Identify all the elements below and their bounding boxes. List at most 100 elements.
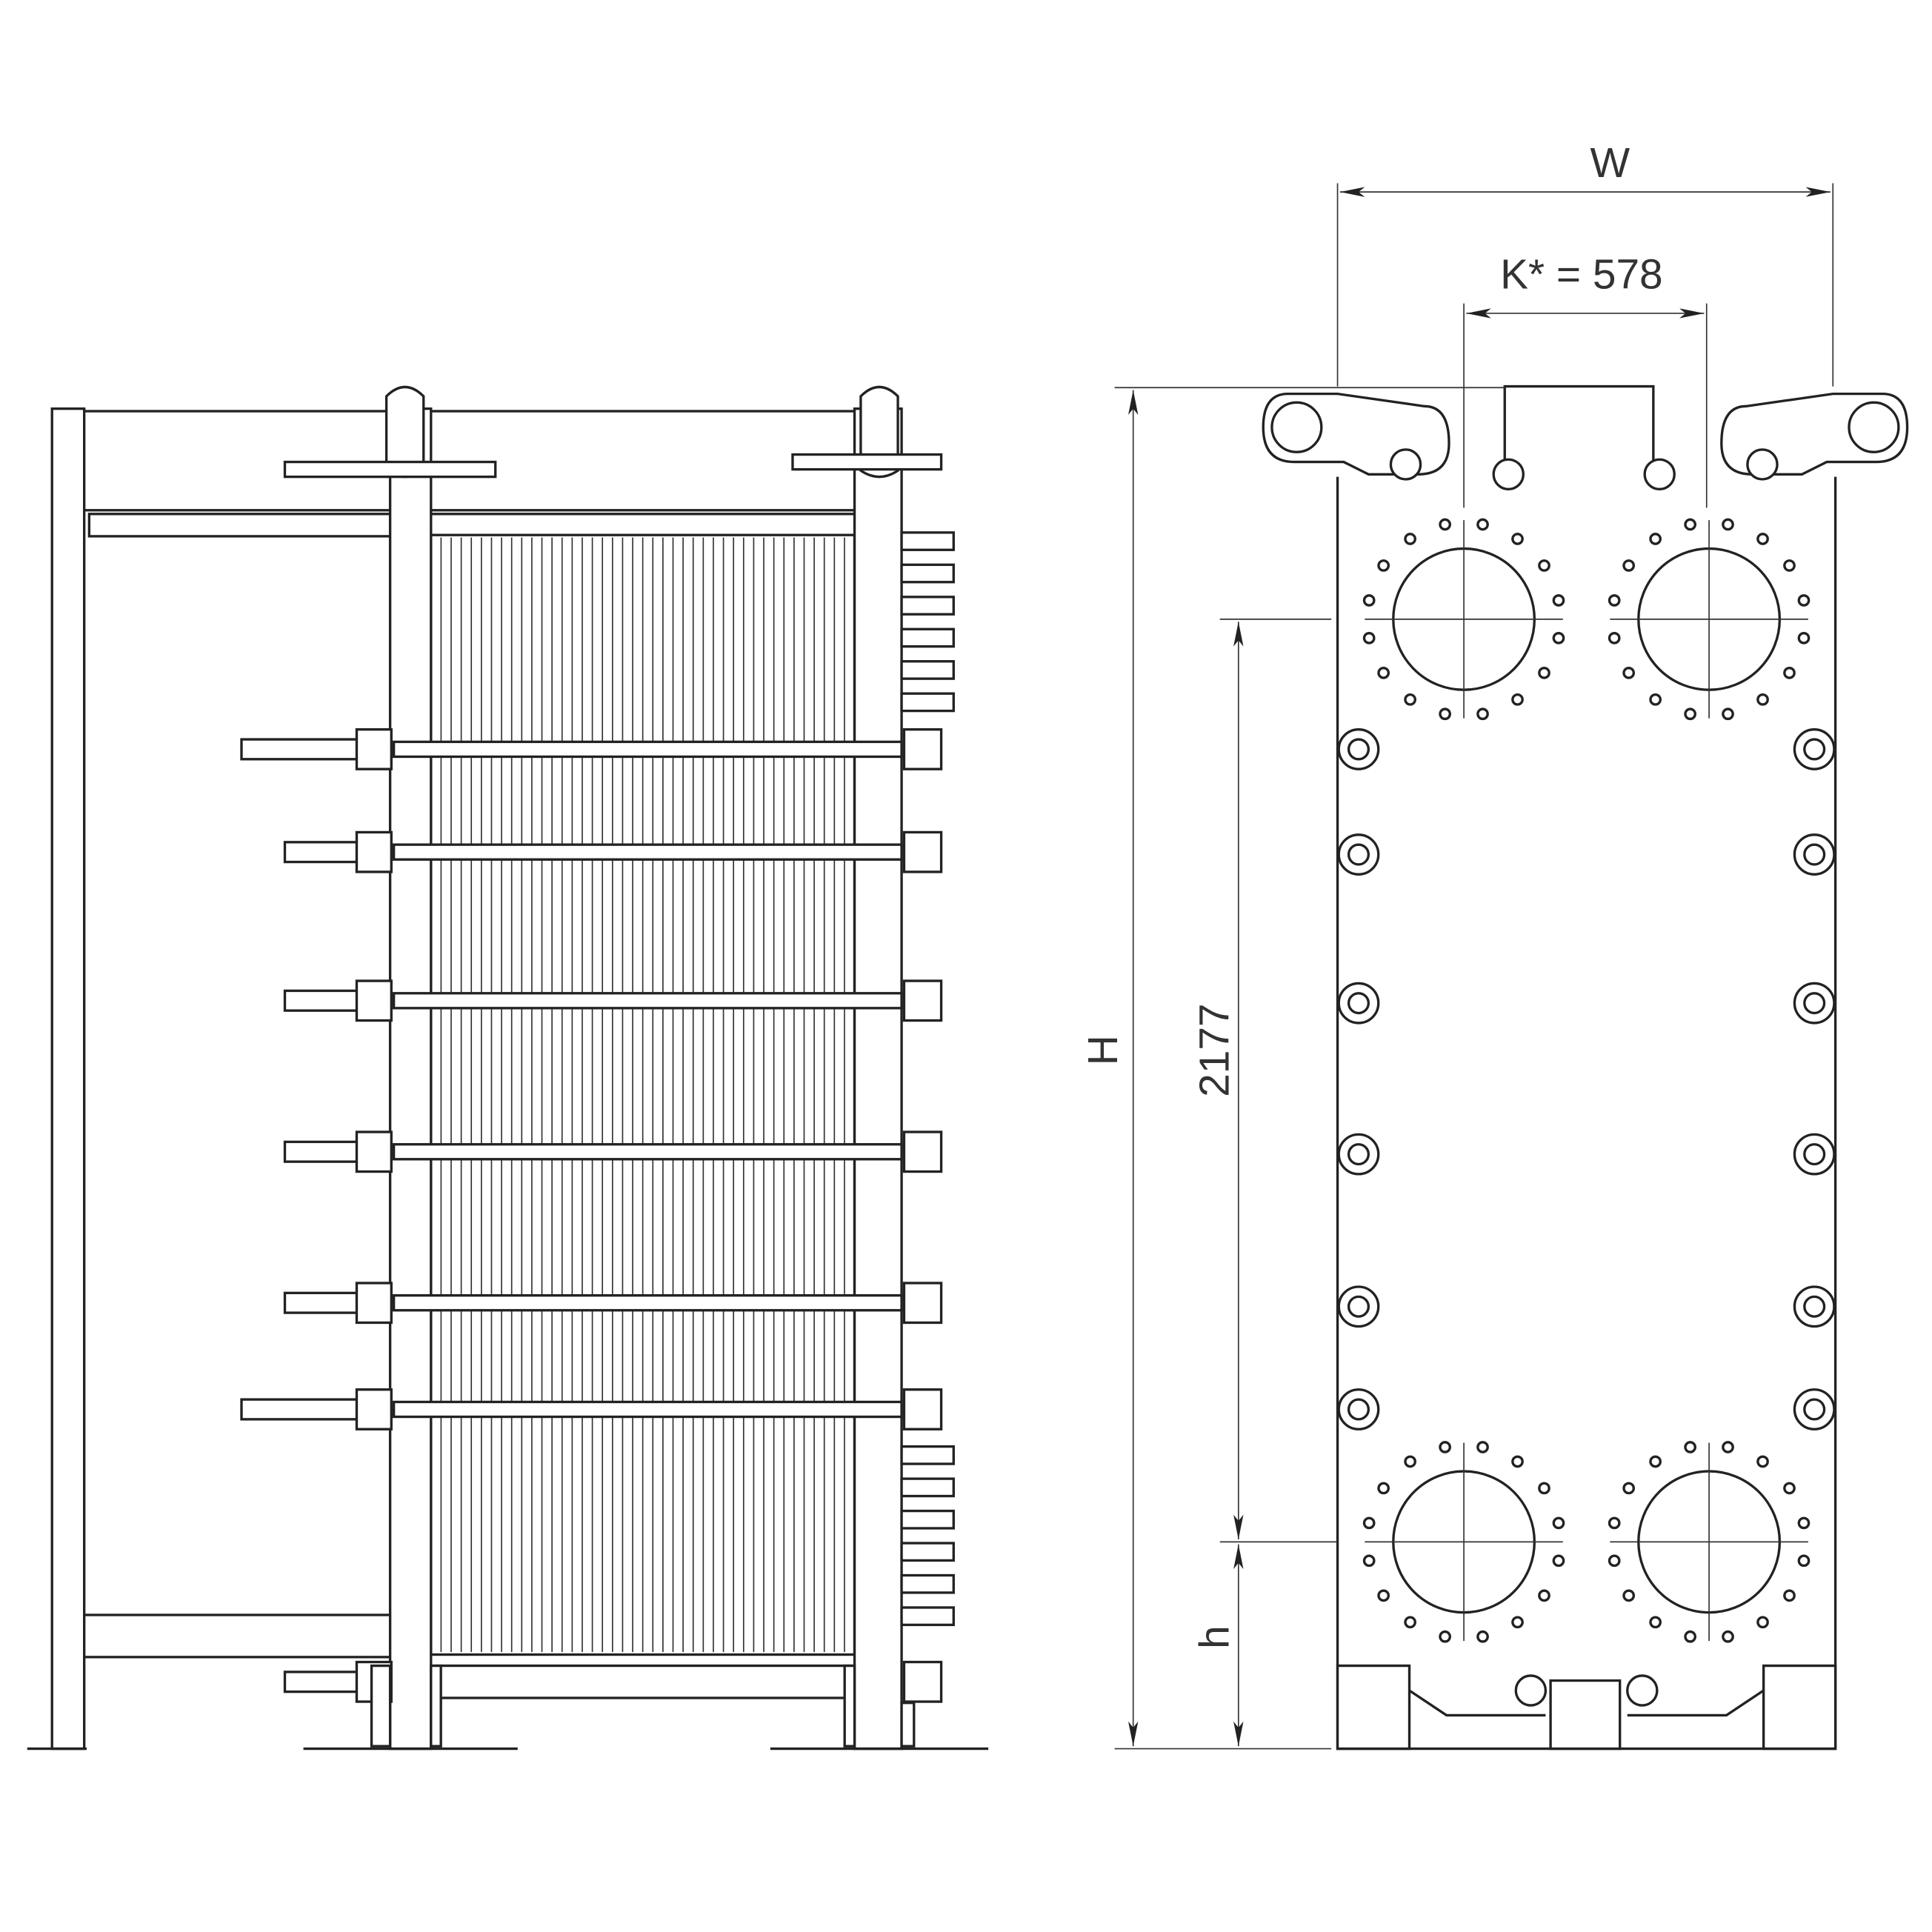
front-view: W K* = 578 H 2177 h (1080, 140, 1909, 1751)
guide-bolt (1626, 1674, 1659, 1707)
side-bolt (1337, 1285, 1380, 1328)
tie-rod-nut-left (355, 979, 393, 1022)
tie-rod (392, 1400, 903, 1419)
flange-bolt-hole (1476, 707, 1489, 721)
flange-bolt-hole (1684, 1630, 1696, 1643)
nozzle-stub (900, 627, 955, 648)
flange-bolt-hole (1783, 1589, 1796, 1602)
flange-bolt-hole (1622, 1589, 1636, 1602)
tie-rod-nut-right (902, 830, 943, 873)
flange-bolt-hole (1608, 1516, 1621, 1530)
side-bolt-center (1803, 738, 1826, 761)
top-tie-rod-left (283, 460, 497, 479)
side-bolt-center (1347, 738, 1370, 761)
port-distance-label: 2177 (1191, 1003, 1238, 1096)
nozzle-stub (900, 1573, 955, 1594)
lug-hole-left (1270, 401, 1323, 453)
height-label: H (1080, 1035, 1127, 1065)
nozzle-stub (900, 660, 955, 680)
side-bolt (1337, 982, 1380, 1025)
top-bar-bracket (1503, 384, 1655, 471)
flange-bolt-hole (1783, 1482, 1796, 1495)
tie-rod-nut-right (902, 1282, 943, 1325)
flange-bolt-hole (1404, 1616, 1416, 1629)
flange-bolt-hole (1404, 1455, 1416, 1468)
side-bolt-center (1803, 1143, 1826, 1166)
support-column (50, 407, 86, 1751)
flange-bolt-hole (1552, 1516, 1565, 1530)
tie-rod-nut-right (902, 1388, 943, 1430)
flange-bolt-hole (1439, 1441, 1451, 1453)
nozzles-group (900, 531, 955, 1627)
tie-rod (392, 843, 903, 861)
nozzle-stub (900, 531, 955, 551)
bottom-bar-outline (1408, 1689, 1765, 1717)
flange-bolt-hole (1377, 1589, 1390, 1602)
side-bolt (1793, 1285, 1836, 1328)
tie-rod (392, 1143, 903, 1161)
guide-bolt (1492, 458, 1525, 491)
flange-bolt-hole (1649, 533, 1662, 545)
tie-rods-group (240, 728, 943, 1703)
flange-bolt-hole (1684, 518, 1696, 531)
nozzle-stub (900, 692, 955, 713)
side-bolt (1337, 833, 1380, 876)
flange-bolt-hole (1756, 1455, 1769, 1468)
flange-bolt-hole (1756, 533, 1769, 545)
nozzle-stub (900, 563, 955, 584)
bottom-guide-bar (83, 1613, 396, 1659)
flange-bolt-hole (1439, 518, 1451, 531)
flange-bolt-hole (1476, 1630, 1489, 1643)
side-bolt-center (1347, 1398, 1370, 1421)
flange-bolt-hole (1362, 631, 1376, 644)
side-bolt-center (1347, 1295, 1370, 1318)
flange-bolt-hole (1797, 1554, 1811, 1568)
side-bolt-center (1803, 992, 1826, 1015)
width-label: W (1590, 140, 1630, 187)
tie-rod-nut-left (355, 1388, 393, 1430)
bolts-group (1337, 448, 1836, 1707)
flange-bolt-hole (1608, 1554, 1621, 1568)
flange-bolt-hole (1756, 693, 1769, 706)
ports-group (1362, 518, 1811, 1643)
flange-bolt-hole (1362, 1554, 1376, 1568)
side-bolt (1337, 1388, 1380, 1430)
flange-bolt-hole (1684, 707, 1696, 721)
side-view (27, 385, 989, 1751)
side-bolt-center (1803, 843, 1826, 866)
tie-rod (392, 992, 903, 1010)
flange-bolt-hole (1404, 533, 1416, 545)
guide-bolt (1643, 458, 1676, 491)
flange-bolt-hole (1552, 594, 1565, 607)
side-bolt (1793, 833, 1836, 876)
pressure-plate (388, 407, 433, 1751)
flange-bolt-hole (1622, 559, 1636, 572)
flange-bolt-hole (1511, 1455, 1524, 1468)
tie-rod-nut-left (355, 728, 393, 770)
guide-bolt (1514, 1674, 1548, 1707)
flange-bolt-hole (1722, 1630, 1734, 1643)
extension-lines (1114, 183, 1834, 1750)
flange-bolt-hole (1797, 594, 1811, 607)
port-height-label: h (1191, 1625, 1238, 1649)
frame-plate (853, 407, 903, 1751)
flange-bolt-hole (1538, 666, 1550, 679)
flange-bolt-hole (1511, 1616, 1524, 1629)
side-bolt (1337, 728, 1380, 770)
tie-rod (392, 740, 903, 759)
flange-bolt-hole (1538, 559, 1550, 572)
side-bolt (1793, 1388, 1836, 1430)
flange-bolt-hole (1783, 559, 1796, 572)
flange-bolt-hole (1608, 631, 1621, 644)
guide-bolt (1389, 448, 1422, 481)
flange-bolt-hole (1377, 559, 1390, 572)
tie-rod-nut-left (355, 1130, 393, 1173)
side-bolt (1793, 982, 1836, 1025)
bottom-feet (1336, 1664, 1837, 1751)
flange-bolt-hole (1538, 1482, 1550, 1495)
flange-bolt-hole (1756, 1616, 1769, 1629)
nozzle-stub (900, 1445, 955, 1465)
flange-bolt-hole (1608, 594, 1621, 607)
